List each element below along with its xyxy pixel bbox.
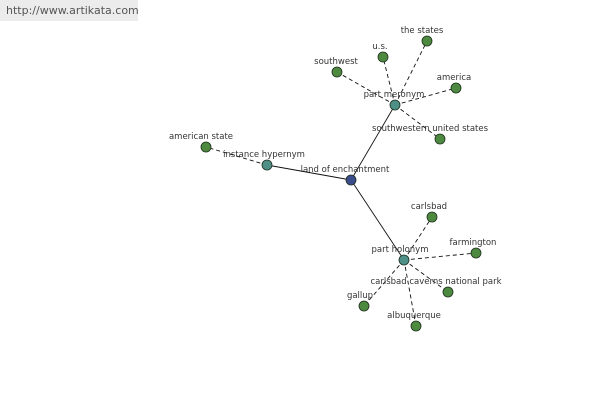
node-us[interactable] (377, 51, 389, 63)
edge-holonym-farmington (403, 252, 477, 261)
node-label-center: land of enchantment (301, 165, 390, 175)
edge-meronym-the_states (394, 40, 428, 106)
node-caverns[interactable] (442, 286, 454, 298)
edge-meronym-sw_us (394, 104, 441, 140)
node-label-meronym: part meronym (364, 90, 425, 100)
node-label-gallup: gallup (347, 291, 373, 301)
node-center[interactable] (345, 174, 357, 186)
node-label-america: america (437, 73, 471, 83)
edge-holonym-carlsbad (403, 216, 433, 261)
node-hyper[interactable] (261, 159, 273, 171)
edge-meronym-america (394, 87, 457, 106)
nodes-layer (200, 35, 482, 332)
node-label-albuquerque: albuquerque (387, 311, 441, 321)
node-gallup[interactable] (358, 300, 370, 312)
node-label-sw-us: southwestern united states (372, 124, 489, 134)
edge-meronym-us (382, 56, 396, 106)
node-the-states[interactable] (421, 35, 433, 47)
node-label-carlsbad: carlsbad (411, 202, 447, 212)
node-farmington[interactable] (470, 247, 482, 259)
node-label-caverns: carlsbad caverns national park (370, 277, 501, 287)
node-label-us: u.s. (372, 42, 387, 52)
node-southwest[interactable] (331, 66, 343, 78)
node-label-farmington: farmington (450, 238, 497, 248)
node-label-southwest: southwest (314, 57, 358, 67)
labels-layer: land of enchantment instance hypernym part… (169, 26, 502, 321)
edges-layer (205, 40, 477, 327)
node-label-the-states: the states (401, 26, 444, 36)
node-meronym[interactable] (389, 99, 401, 111)
edge-meronym-southwest (336, 71, 396, 106)
edge-center-meronym (350, 104, 396, 181)
node-carlsbad[interactable] (426, 211, 438, 223)
edge-hyper-american_state (205, 146, 268, 166)
edge-center-holonym (350, 179, 405, 261)
node-holonym[interactable] (398, 254, 410, 266)
node-american-state[interactable] (200, 141, 212, 153)
watermark-url: http://www.artikata.com (0, 0, 139, 21)
node-label-american-state: american state (169, 132, 233, 142)
node-sw-us[interactable] (434, 133, 446, 145)
node-label-hyper: instance hypernym (223, 150, 305, 160)
edge-holonym-caverns (403, 259, 449, 293)
edge-center-hyper (266, 164, 352, 181)
node-albuquerque[interactable] (410, 320, 422, 332)
node-label-holonym: part holonym (372, 245, 429, 255)
edge-holonym-gallup (363, 259, 405, 307)
node-america[interactable] (450, 82, 462, 94)
